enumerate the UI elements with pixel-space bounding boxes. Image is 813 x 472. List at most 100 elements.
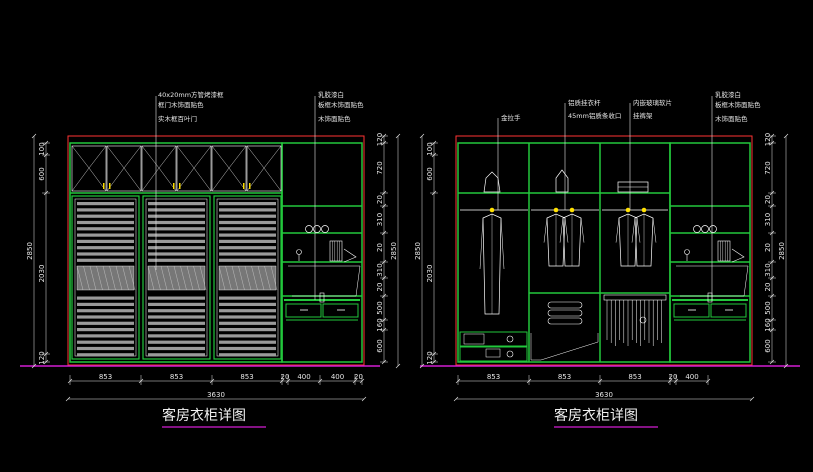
left-callout-right-1: 乳胶漆白: [318, 90, 344, 99]
bottom-drawer: [459, 331, 528, 347]
garment-sleeve: [580, 217, 585, 243]
louver-slat: [219, 202, 276, 206]
right-right-vdim-label: 120: [764, 133, 772, 146]
louver-slat: [77, 353, 134, 357]
dim-tick: [431, 359, 437, 365]
dim-tick: [769, 259, 775, 265]
louver-slat: [77, 208, 134, 212]
louver-slat: [219, 315, 276, 319]
side-drawer: [285, 303, 322, 318]
glass-door-swing-mark: [141, 145, 177, 169]
right-vdim-label: 2030: [426, 265, 434, 283]
dim-tick: [381, 359, 387, 365]
decor-bulb: [684, 249, 690, 255]
left-side-shelves: [282, 205, 362, 321]
louver-slat: [148, 321, 205, 325]
louver-slat: [148, 328, 205, 332]
mesh-hatch: [83, 265, 90, 291]
dim-tick: [43, 359, 49, 365]
mesh-hatch: [251, 265, 258, 291]
long-coat: [482, 213, 502, 315]
right-dim-label: 853: [628, 373, 641, 381]
right-side-shelves: [670, 205, 750, 321]
louver-slat: [77, 340, 134, 344]
louver-slat: [148, 227, 205, 231]
louver-slat: [148, 239, 205, 243]
left-vdim-label: 120: [38, 351, 46, 364]
dim-tick: [769, 359, 775, 365]
right-right-vdim-label: 500: [764, 301, 772, 314]
decor-lamp: [319, 292, 325, 303]
right-side-cabinet: [669, 142, 751, 363]
louver-slat: [148, 246, 205, 250]
left-callouts: 40x20mm方管烤漆框 框门木饰面贴色 实木框百叶门 乳胶漆白 板框木饰面贴色…: [155, 90, 364, 300]
mesh-hatch: [180, 265, 187, 291]
dim-tick: [279, 378, 285, 384]
shirt: [562, 213, 582, 267]
louver-slat: [77, 346, 134, 351]
louver-slat: [77, 233, 134, 237]
left-vdim-label: 2030: [38, 265, 46, 283]
side-drawer: [322, 303, 359, 318]
right-callout-5: 挂裤架: [633, 111, 653, 120]
mesh-hatch: [199, 265, 207, 291]
side-drawer: [710, 303, 747, 318]
mesh-hatch: [147, 265, 155, 291]
left-overall-vdim-label: 2850: [26, 242, 34, 260]
left-callout-3: 实木框百叶门: [158, 114, 197, 123]
garment-sleeve: [615, 217, 620, 243]
glass-door-panel: [246, 145, 282, 192]
glass-door-panel: [211, 145, 247, 192]
dim-tick: [769, 317, 775, 323]
dim-tick: [769, 293, 775, 299]
mesh-hatch: [238, 265, 245, 291]
decor-vase: [731, 248, 745, 263]
side-drawer: [673, 303, 710, 318]
mesh-hatch: [264, 265, 271, 291]
glass-door-panel: [106, 145, 142, 192]
dim-tick: [749, 396, 755, 402]
garment-sleeve: [631, 217, 636, 243]
louver-slat: [77, 246, 134, 250]
right-right-vdim-label: 20: [764, 195, 772, 204]
left-dim-label: 853: [170, 373, 183, 381]
louver-slat: [77, 309, 134, 313]
book-stack: [329, 240, 343, 262]
right-overall-hdim-label: 3630: [595, 391, 613, 399]
left-right-overall-vdim-label: 2850: [390, 242, 398, 260]
garment-sleeve: [500, 217, 505, 270]
dim-tick: [31, 133, 37, 139]
dim-tick: [209, 378, 215, 384]
drawer-item: [485, 348, 501, 358]
louver-slat: [219, 214, 276, 218]
mesh-hatch: [270, 265, 278, 291]
right-right-vdim-label: 310: [764, 213, 772, 226]
folded-towel: [547, 301, 583, 309]
hanger-hook: [569, 207, 575, 213]
glass-door-swing-mark: [211, 145, 247, 169]
louver-slat: [219, 334, 276, 338]
left-louver-doors: [71, 195, 282, 360]
right-vdim-label: 120: [426, 351, 434, 364]
mesh-hatch: [89, 265, 97, 291]
dim-tick: [43, 140, 49, 146]
glass-door-swing-mark: [246, 167, 282, 192]
mesh-hatch: [244, 265, 252, 291]
mesh-hatch: [96, 265, 103, 291]
decor-ring: [313, 225, 321, 233]
dim-tick: [769, 327, 775, 333]
decor-bulb: [296, 249, 302, 255]
mesh-hatch: [115, 265, 123, 291]
right-dim-label: 853: [487, 373, 500, 381]
dim-tick: [431, 190, 437, 196]
mesh-hatch: [128, 265, 136, 291]
right-interior: [459, 169, 668, 362]
dim-tick: [361, 396, 367, 402]
drawer-item: [463, 333, 485, 345]
louver-slat: [148, 214, 205, 218]
dim-tick: [395, 363, 401, 369]
louver-slat: [148, 309, 205, 313]
louver-slat: [219, 302, 276, 306]
